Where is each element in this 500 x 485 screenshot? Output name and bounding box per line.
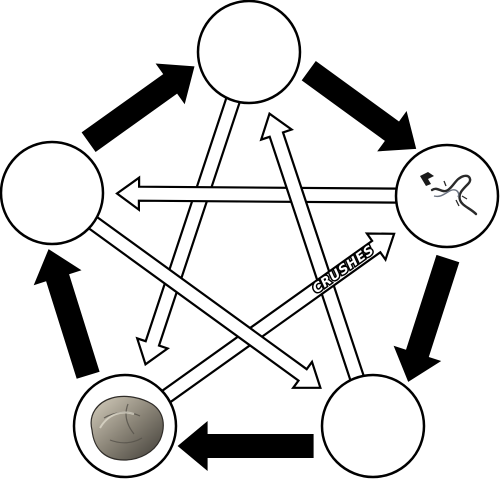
inner-arrow-right-to-left xyxy=(115,175,400,212)
inner-arrow-bottom-right-to-top xyxy=(259,111,366,384)
outer-arrows xyxy=(33,61,460,471)
inner-arrows: CRUSHES xyxy=(85,94,400,405)
lizard-icon xyxy=(420,172,478,216)
node-left xyxy=(0,140,105,246)
inner-arrow-left-to-bottom-right xyxy=(85,214,322,389)
outer-arrow-top-to-right xyxy=(301,61,417,152)
inner-arrow-bottom-left-to-right xyxy=(159,232,396,405)
node-top xyxy=(196,0,302,105)
node-right xyxy=(394,143,500,249)
rock-icon xyxy=(90,395,164,461)
outer-arrow-bottom-right-to-bottom-left xyxy=(177,421,314,471)
outer-arrow-left-to-top xyxy=(81,63,195,152)
outer-arrow-right-to-bottom-right xyxy=(393,254,460,382)
outer-arrow-bottom-left-to-left xyxy=(33,249,100,379)
node-bottom-right xyxy=(320,373,426,479)
inner-arrow-top-to-bottom-left xyxy=(135,94,242,367)
